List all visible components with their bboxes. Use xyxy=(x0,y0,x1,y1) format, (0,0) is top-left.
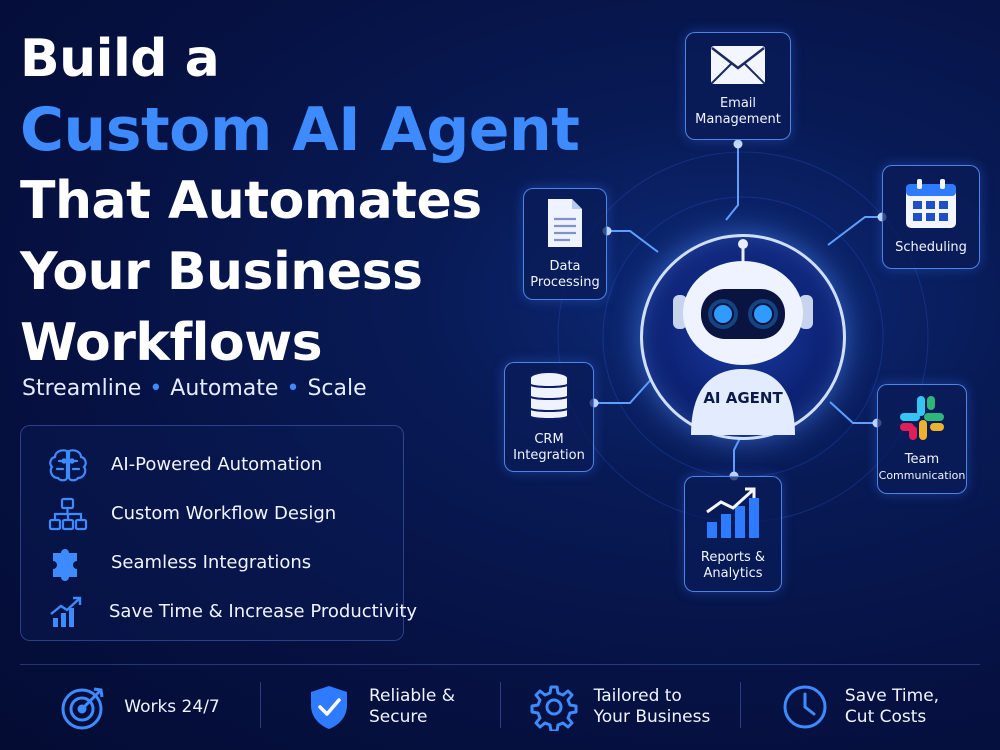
tagline-word-1: Streamline xyxy=(22,376,142,401)
headline-line-1: Build a xyxy=(20,29,220,89)
clock-icon xyxy=(781,683,829,731)
node-label-line: Integration xyxy=(513,448,585,463)
hub-label: AI AGENT xyxy=(703,389,783,407)
benefit-label: Works 24/7 xyxy=(124,696,220,717)
feature-label: Seamless Integrations xyxy=(111,552,312,573)
feature-item: AI-Powered Automation xyxy=(47,440,403,489)
growth-chart-icon xyxy=(47,594,89,630)
headline-line-3: That Automates xyxy=(20,171,482,231)
node-data-processing: Data Processing xyxy=(523,188,607,300)
node-label-line: Reports & xyxy=(700,550,766,565)
benefit-item: Save Time, Cut Costs xyxy=(740,672,980,742)
benefit-label: Reliable & Secure xyxy=(368,686,455,727)
bottom-divider xyxy=(20,664,980,665)
target-icon xyxy=(60,683,108,731)
feature-list: AI-Powered Automation Custom Workflow De… xyxy=(20,425,417,641)
feature-item: Seamless Integrations xyxy=(47,538,403,587)
node-label-line: Data xyxy=(549,259,581,274)
calendar-icon xyxy=(904,178,958,234)
tagline-word-2: Automate xyxy=(170,376,279,401)
gear-icon xyxy=(530,683,578,733)
headline-line-4: Your Business xyxy=(20,242,423,302)
node-scheduling: Scheduling xyxy=(882,165,980,269)
benefits-bar: Works 24/7 Reliable & Secure Tailored to… xyxy=(20,672,980,742)
feature-label: Save Time & Increase Productivity xyxy=(109,601,418,622)
database-icon xyxy=(527,370,571,426)
node-label-line: Team xyxy=(904,452,940,467)
headline-line-2: Custom AI Agent xyxy=(20,95,580,165)
benefit-item: Works 24/7 xyxy=(20,672,260,742)
agent-diagram: AI AGENT Email Management Data Processi xyxy=(490,20,1000,620)
node-label-line: Processing xyxy=(530,275,600,290)
document-icon xyxy=(544,197,586,253)
node-label-line: Management xyxy=(695,112,781,127)
node-label-line: Email xyxy=(719,96,757,111)
feature-item: Save Time & Increase Productivity xyxy=(47,587,417,636)
envelope-icon xyxy=(709,44,767,90)
tagline-separator-1: • xyxy=(149,376,163,401)
node-email-management: Email Management xyxy=(685,32,791,140)
benefit-item: Reliable & Secure xyxy=(260,672,500,742)
feature-item: Custom Workflow Design xyxy=(47,489,403,538)
node-reports-analytics: Reports & Analytics xyxy=(684,476,782,592)
robot-icon xyxy=(643,237,843,441)
node-label-line: Analytics xyxy=(703,566,763,581)
headline-line-5: Workflows xyxy=(20,313,323,373)
node-label-line: CRM xyxy=(534,432,564,447)
workflow-icon xyxy=(47,496,91,532)
node-label-line: Communication xyxy=(878,469,966,482)
benefit-label: Save Time, Cut Costs xyxy=(844,686,940,727)
benefit-item: Tailored to Your Business xyxy=(500,672,740,742)
feature-label: AI-Powered Automation xyxy=(111,454,323,475)
puzzle-icon xyxy=(47,545,91,581)
benefit-label: Tailored to Your Business xyxy=(593,686,711,727)
brain-icon xyxy=(47,447,91,483)
node-crm-integration: CRM Integration xyxy=(504,362,594,472)
tagline-separator-2: • xyxy=(286,376,300,401)
node-team-communication: Team Communication xyxy=(877,384,967,494)
feature-label: Custom Workflow Design xyxy=(111,503,337,524)
ai-agent-hub: AI AGENT xyxy=(640,234,846,440)
shield-check-icon xyxy=(305,683,353,731)
tagline-word-3: Scale xyxy=(307,376,367,401)
bar-chart-icon xyxy=(703,486,763,544)
slack-icon xyxy=(898,394,946,446)
tagline: Streamline • Automate • Scale xyxy=(22,376,367,401)
node-label-line: Scheduling xyxy=(895,240,967,255)
headline: Build a Custom AI Agent That Automates Y… xyxy=(20,24,640,379)
